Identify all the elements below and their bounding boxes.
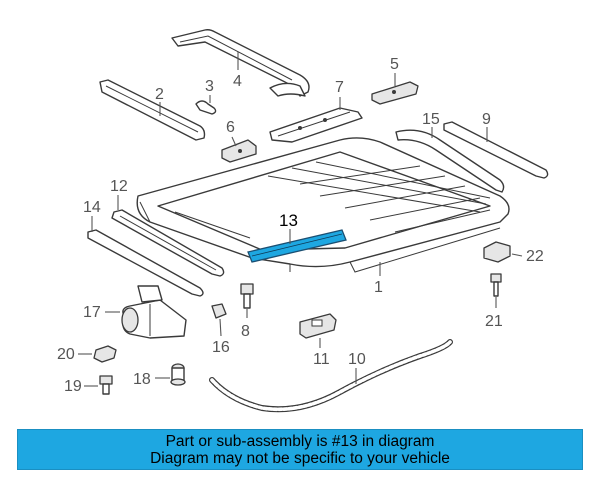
part-17[interactable] — [121, 285, 187, 339]
label-8: 8 — [241, 323, 250, 340]
part-15[interactable] — [395, 129, 505, 193]
part-20[interactable] — [93, 345, 117, 363]
info-banner: Part or sub-assembly is #13 in diagram D… — [17, 429, 583, 470]
label-9: 9 — [482, 111, 491, 128]
part-5[interactable] — [371, 81, 419, 105]
part-1[interactable] — [136, 137, 510, 273]
part-16[interactable] — [211, 303, 227, 319]
label-21: 21 — [485, 313, 503, 330]
part-3[interactable] — [195, 100, 217, 115]
part-8[interactable] — [240, 283, 254, 309]
part-12[interactable] — [111, 209, 225, 277]
label-3: 3 — [205, 78, 214, 95]
part-7[interactable] — [269, 107, 363, 143]
label-12: 12 — [110, 178, 128, 195]
part-13[interactable] — [247, 229, 347, 263]
part-10[interactable] — [209, 339, 453, 413]
label-1: 1 — [374, 279, 383, 296]
label-4: 4 — [233, 73, 242, 90]
label-19: 19 — [64, 378, 82, 395]
part-6[interactable] — [221, 139, 257, 163]
label-7: 7 — [335, 79, 344, 96]
label-5: 5 — [390, 56, 399, 73]
label-6: 6 — [226, 119, 235, 136]
label-13: 13 — [279, 211, 298, 230]
label-20: 20 — [57, 346, 75, 363]
part-2[interactable] — [99, 79, 206, 141]
label-17: 17 — [83, 304, 101, 321]
leader-16 — [219, 318, 222, 337]
label-10: 10 — [348, 351, 366, 368]
part-14[interactable] — [87, 229, 204, 297]
banner-part-note: Part or sub-assembly is #13 in diagram — [165, 432, 435, 450]
part-22[interactable] — [483, 241, 511, 263]
label-22: 22 — [526, 248, 544, 265]
part-4[interactable] — [171, 29, 310, 97]
part-21[interactable] — [490, 273, 502, 297]
label-11: 11 — [313, 351, 330, 368]
banner-disclaimer: Diagram may not be specific to your vehi… — [150, 449, 450, 467]
part-11[interactable] — [299, 313, 337, 339]
part-18[interactable] — [170, 363, 186, 386]
label-16: 16 — [212, 339, 230, 356]
part-19[interactable] — [99, 375, 113, 395]
leader-6 — [231, 136, 237, 147]
label-2: 2 — [155, 86, 164, 103]
label-14: 14 — [83, 199, 101, 216]
label-15: 15 — [422, 111, 440, 128]
leader-22 — [511, 253, 523, 257]
label-18: 18 — [133, 371, 151, 388]
part-9[interactable] — [443, 121, 549, 179]
